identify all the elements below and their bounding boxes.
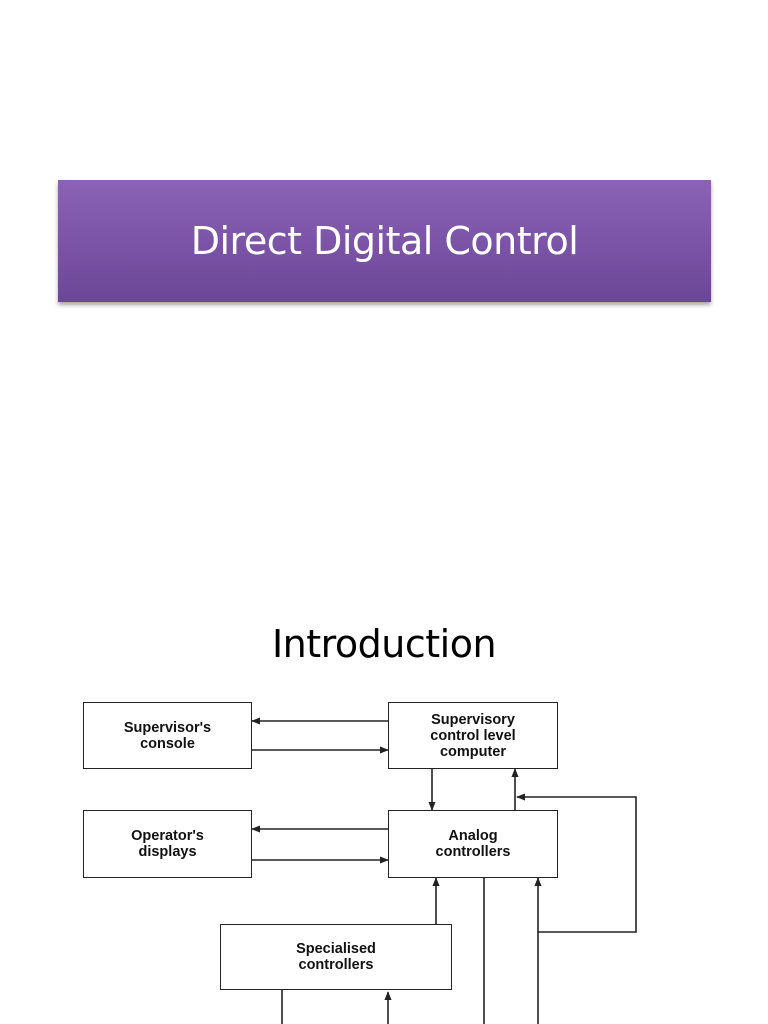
- specialised-controllers-box: Specialised controllers: [220, 924, 452, 990]
- supervisory-computer-box: Supervisory control level computer: [388, 702, 558, 769]
- slide-title: Direct Digital Control: [190, 219, 579, 263]
- operators-displays-box: Operator's displays: [83, 810, 252, 878]
- supervisors-console-box: Supervisor's console: [83, 702, 252, 769]
- analog-controllers-box: Analog controllers: [388, 810, 558, 878]
- feedback-loop-line: [516, 793, 637, 1024]
- section-heading: Introduction: [271, 622, 497, 666]
- title-banner: Direct Digital Control: [58, 180, 711, 302]
